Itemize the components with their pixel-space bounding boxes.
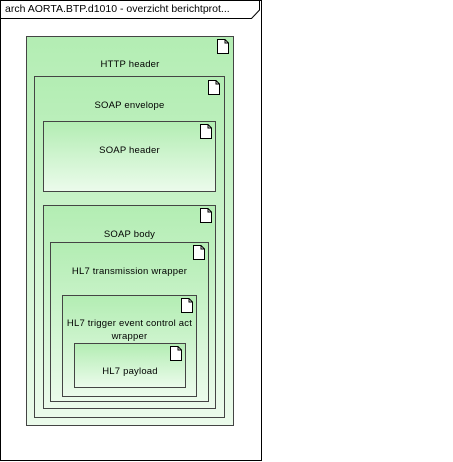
- document-icon: [208, 80, 220, 95]
- document-icon: [170, 346, 182, 361]
- frame-title: arch AORTA.BTP.d1010 - overzicht bericht…: [5, 3, 230, 15]
- document-icon: [217, 39, 229, 54]
- hl7-payload-label: HL7 payload: [102, 366, 158, 377]
- hl7-trigger-event-label-line2: wrapper: [111, 331, 148, 342]
- soap-envelope-label: SOAP envelope: [94, 100, 165, 111]
- document-icon: [193, 245, 205, 260]
- document-icon: [200, 124, 212, 139]
- frame-tab-outline: [1, 1, 260, 19]
- soap-header-label: SOAP header: [99, 145, 160, 156]
- hl7-transmission-wrapper-label: HL7 transmission wrapper: [71, 266, 188, 277]
- hl7-trigger-event-label-line1: HL7 trigger event control act: [66, 318, 193, 329]
- document-icon: [200, 208, 212, 223]
- soap-header-node[interactable]: SOAP header: [43, 121, 216, 192]
- http-header-label: HTTP header: [100, 59, 160, 70]
- frame-title-tab: arch AORTA.BTP.d1010 - overzicht bericht…: [1, 1, 230, 18]
- soap-body-label: SOAP body: [103, 229, 156, 240]
- document-icon: [181, 298, 193, 313]
- hl7-payload-node[interactable]: HL7 payload: [74, 343, 186, 388]
